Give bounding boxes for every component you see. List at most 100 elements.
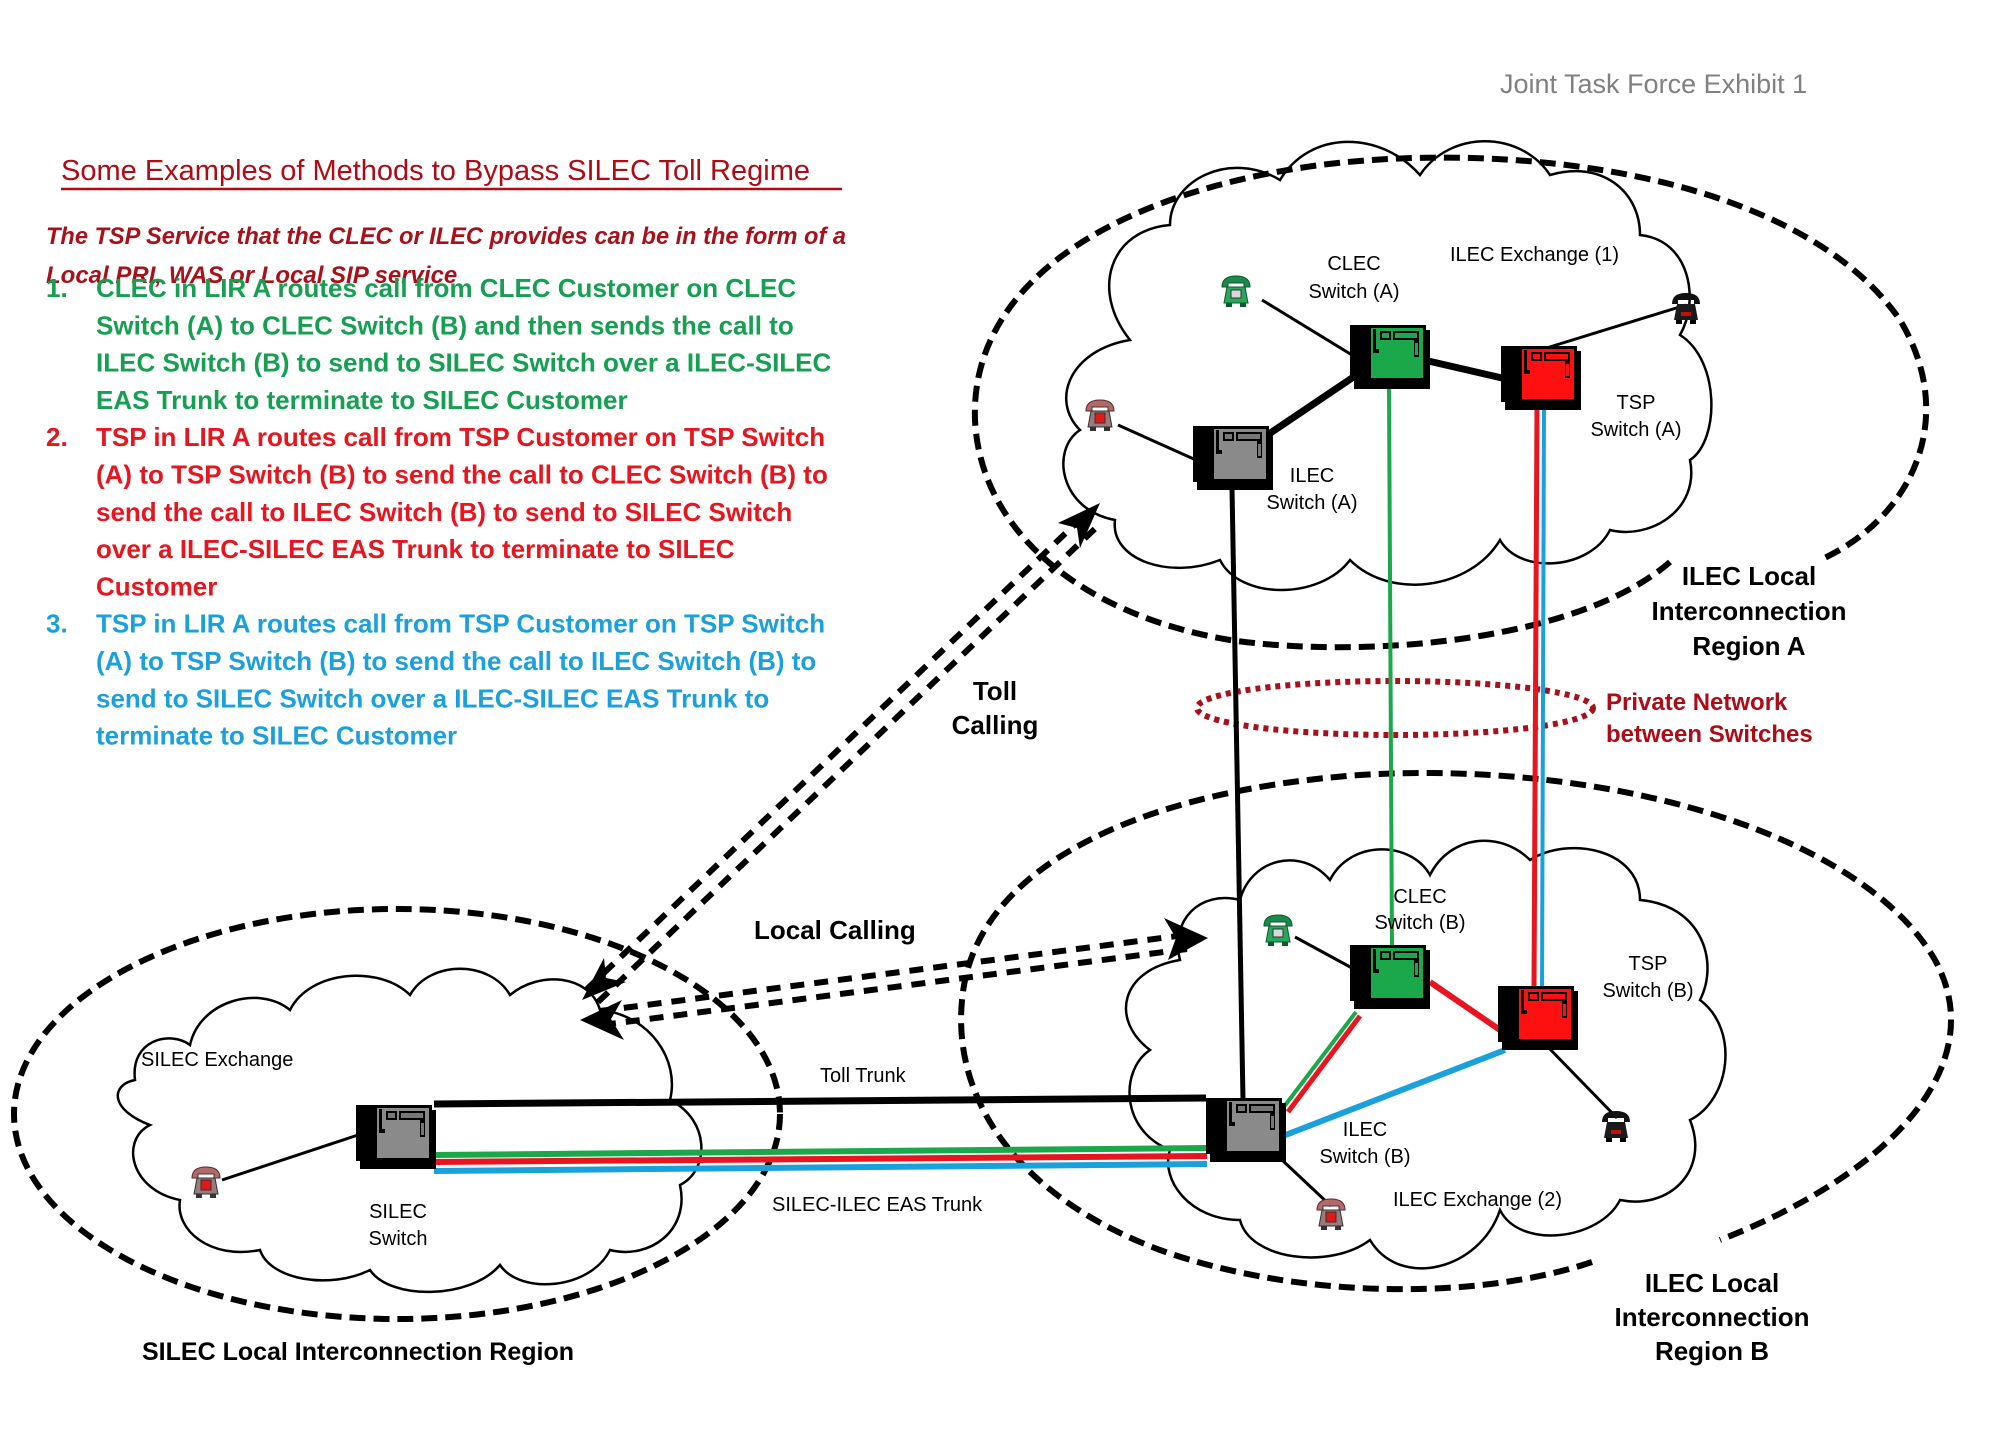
ilec-switch-b: ILEC Switch (B) (1206, 1098, 1411, 1168)
eas-trunk-label: SILEC-ILEC EAS Trunk (772, 1194, 983, 1216)
method-3-line: (A) to TSP Switch (B) to send the call t… (96, 646, 816, 676)
toll-trunk-line (433, 1094, 1207, 1108)
toll-trunk-label: Toll Trunk (820, 1065, 907, 1087)
local-arrowhead-left-icon (580, 1000, 624, 1040)
silec-switch-label: SILEC (369, 1201, 427, 1223)
tsp-switch-a-label: TSP (1617, 392, 1656, 414)
ilec-switch-a: ILEC Switch (A) (1193, 426, 1358, 514)
ilec-customer-phone-b-icon (1316, 1198, 1346, 1231)
ilec-switch-b-label: ILEC (1343, 1119, 1387, 1141)
private-network: Private Network between Switches (1194, 678, 1813, 748)
ilec-exchange-2-label: ILEC Exchange (2) (1393, 1189, 1562, 1211)
svg-text:ILEC Local: ILEC Local (1682, 561, 1816, 591)
clec-switch-a: CLEC Switch (A) (1308, 253, 1430, 389)
method-1-line: EAS Trunk to terminate to SILEC Customer (96, 385, 628, 415)
method-2-line: over a ILEC-SILEC EAS Trunk to terminate… (96, 534, 735, 564)
clec-a-to-clec-b-line (1387, 385, 1394, 951)
silec-exchange-label: SILEC Exchange (141, 1049, 293, 1071)
clec-customer-phone-a-icon (1221, 275, 1251, 308)
region-b-label: ILEC Local Interconnection Region B (1614, 1268, 1809, 1366)
method-number: 3. (46, 609, 68, 639)
tsp-b-to-ilec-b-blue (1281, 1047, 1507, 1139)
clec-b-to-tsp-b-red (1428, 979, 1502, 1033)
method-number: 1. (46, 273, 68, 303)
ilec-region-a: ILEC Exchange (1) ILEC Local Interconnec… (971, 140, 1930, 661)
tsp-switch-a: TSP Switch (A) (1501, 346, 1682, 441)
region-b-boundary (958, 770, 1954, 1293)
silec-region-boundary (11, 906, 783, 1322)
method-3-line: send to SILEC Switch over a ILEC-SILEC E… (96, 683, 769, 713)
ilec-region-b: ILEC Exchange (2) ILEC Local Interconnec… (958, 770, 1954, 1366)
toll-calling-label: Toll Calling (952, 676, 1039, 740)
tsp-customer-phone-a-icon (1672, 293, 1700, 324)
phone-link (1261, 298, 1353, 357)
private-network-label-2: between Switches (1606, 721, 1813, 748)
method-3-line: TSP in LIR A routes call from TSP Custom… (96, 609, 825, 639)
local-arrowhead-right-icon (1164, 918, 1208, 960)
phone-link (221, 1133, 359, 1182)
toll-calling-arrow (582, 503, 1105, 1005)
page-title: Some Examples of Methods to Bypass SILEC… (61, 155, 810, 187)
tsp-a-to-tsp-b-red-line (1531, 407, 1540, 991)
svg-text:Toll: Toll (973, 676, 1017, 706)
methods-list: 1. CLEC in LIR A routes call from CLEC Cu… (46, 273, 832, 751)
clec-switch-b: CLEC Switch (B) (1350, 886, 1466, 1009)
method-1-line: ILEC Switch (B) to send to SILEC Switch … (96, 348, 832, 378)
tsp-switch-b-label: TSP (1629, 953, 1668, 975)
phone-link (1543, 1042, 1619, 1120)
clec-customer-phone-b-icon (1263, 914, 1293, 947)
exhibit-label: Joint Task Force Exhibit 1 (1500, 69, 1807, 99)
clec-a-to-tsp-a-link (1423, 356, 1503, 382)
local-calling-label: Local Calling (754, 915, 916, 945)
eas-trunk-green (433, 1145, 1208, 1158)
tsp-switch-a-sublabel: Switch (A) (1590, 419, 1681, 441)
clec-switch-a-sublabel: Switch (A) (1308, 281, 1399, 303)
eas-trunk-red (433, 1153, 1208, 1165)
method-3-line: terminate to SILEC Customer (96, 721, 457, 751)
ilec-exchange-1-cloud (1062, 140, 1713, 592)
method-number: 2. (46, 422, 68, 452)
toll-arrowhead-top-icon (1058, 503, 1100, 548)
silec-switch-sublabel: Switch (369, 1228, 428, 1250)
ilec-a-to-clec-a-link (1258, 375, 1354, 443)
svg-text:Interconnection: Interconnection (1651, 596, 1846, 626)
silec-region-label: SILEC Local Interconnection Region (142, 1338, 574, 1366)
private-network-ellipse (1194, 678, 1596, 738)
eas-trunk-blue (433, 1161, 1208, 1174)
svg-text:Region B: Region B (1655, 1336, 1769, 1366)
subtitle-line-2: Local PRI, WAS or Local SIP service (46, 262, 457, 289)
private-network-label-1: Private Network (1606, 689, 1788, 716)
clec-switch-b-sublabel: Switch (B) (1374, 912, 1465, 934)
method-1-line: CLEC in LIR A routes call from CLEC Cust… (96, 273, 796, 303)
silec-exchange-cloud (116, 967, 703, 1294)
tsp-a-to-tsp-b-blue-line (1540, 407, 1546, 991)
ilec-exchange-2-cloud (1124, 839, 1727, 1270)
svg-text:Interconnection: Interconnection (1614, 1302, 1809, 1332)
silec-region: SILEC Exchange SILEC Local Interconnecti… (11, 906, 783, 1366)
region-a-boundary (971, 154, 1930, 651)
clec-b-to-ilec-b-red (1286, 1014, 1362, 1114)
svg-text:Region A: Region A (1692, 631, 1805, 661)
phone-link (1539, 303, 1687, 352)
method-2-line: TSP in LIR A routes call from TSP Custom… (96, 422, 825, 452)
clec-switch-a-label: CLEC (1327, 253, 1380, 275)
local-calling-arrow (580, 918, 1208, 1040)
phone-link (1280, 1158, 1333, 1208)
toll-arrowhead-bottom-icon (582, 958, 626, 1000)
svg-text:Calling: Calling (952, 710, 1039, 740)
subtitle-line-1: The TSP Service that the CLEC or ILEC pr… (46, 223, 846, 250)
ilec-switch-a-sublabel: Switch (A) (1266, 492, 1357, 514)
silec-customer-phone-icon (191, 1166, 221, 1199)
tsp-switch-b-sublabel: Switch (B) (1602, 980, 1693, 1002)
phone-link (1294, 935, 1353, 970)
svg-text:ILEC Local: ILEC Local (1645, 1268, 1779, 1298)
ilec-exchange-1-label: ILEC Exchange (1) (1450, 244, 1619, 266)
method-2-line: send the call to ILEC Switch (B) to send… (96, 497, 792, 527)
silec-switch: SILEC Switch (356, 1105, 436, 1250)
method-2-line: (A) to TSP Switch (B) to send the call t… (96, 460, 828, 490)
phone-link (1117, 423, 1197, 462)
ilec-a-to-ilec-b-line (1229, 487, 1246, 1101)
tsp-switch-b: TSP Switch (B) (1498, 953, 1694, 1050)
method-1-line: Switch (A) to CLEC Switch (B) and then s… (96, 310, 794, 340)
